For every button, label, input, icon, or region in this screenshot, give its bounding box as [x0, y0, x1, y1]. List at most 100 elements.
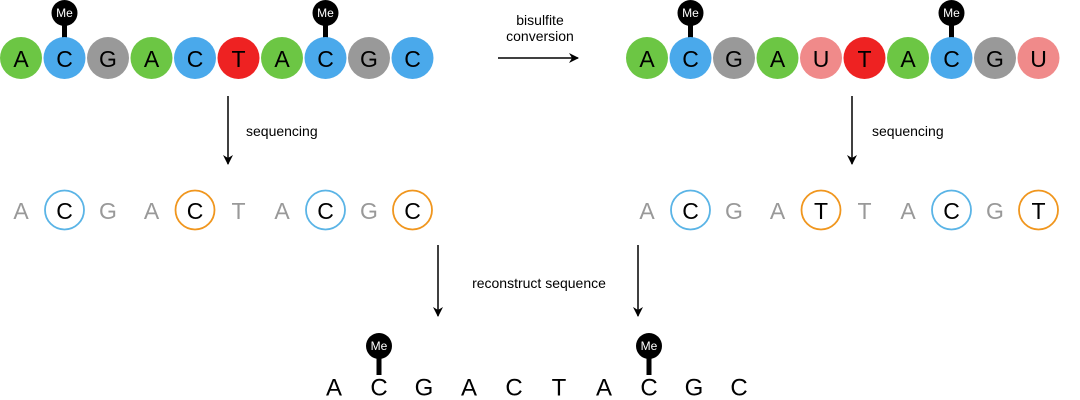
base-circle-A [756, 37, 799, 79]
bisulfite-label-line2: conversion [506, 28, 574, 44]
methyl-badge [938, 0, 965, 26]
methyl-stem [688, 23, 693, 39]
base-circle-C [930, 37, 973, 79]
reconstructed-letter: A [326, 375, 342, 400]
read-letter: C [317, 198, 334, 224]
read-letter: C [682, 198, 699, 224]
methyl-label: Me [943, 6, 960, 20]
base-letter: T [231, 46, 245, 72]
reconstructed-letter: G [415, 375, 434, 400]
methyl-stem [376, 356, 382, 375]
base-letter: C [943, 46, 960, 72]
read-letter: G [725, 198, 743, 224]
read-letter: A [144, 198, 160, 224]
methyl-marker: Me [677, 0, 704, 39]
sequencing-label-left: sequencing [246, 123, 318, 139]
methyl-badge [366, 333, 392, 359]
base-circle-G [348, 37, 390, 79]
methyl-badge [312, 0, 339, 26]
read-letter: T [857, 198, 871, 224]
methyl-stem [323, 23, 328, 39]
methyl-stem [949, 23, 954, 39]
methyl-marker: Me [51, 0, 78, 39]
base-letter: A [274, 46, 290, 72]
base-circle-T [843, 37, 886, 79]
base-circle-U [1017, 37, 1060, 79]
methyl-stem [646, 356, 652, 375]
reconstructed-letter: C [505, 375, 522, 400]
read-letter: T [1031, 198, 1045, 224]
methyl-label: Me [317, 6, 334, 20]
methyl-label: Me [371, 339, 388, 353]
base-circle-U [800, 37, 842, 79]
base-letter: T [857, 46, 871, 72]
read-ring-methylated [305, 189, 346, 231]
read-letter: A [13, 198, 29, 224]
base-letter: C [682, 46, 699, 72]
read-ring-converted [174, 189, 216, 231]
sequencing-label-right: sequencing [872, 123, 944, 139]
base-circle-C [174, 37, 216, 79]
reconstructed-letter: A [461, 375, 477, 400]
base-letter: C [56, 46, 73, 72]
base-circle-G [974, 37, 1016, 79]
read-letter: G [99, 198, 117, 224]
base-letter: C [404, 46, 421, 72]
base-letter: U [1030, 46, 1047, 72]
read-letter: T [814, 198, 828, 224]
read-letter: C [56, 198, 73, 224]
base-circle-G [713, 37, 755, 79]
base-circle-C [304, 37, 347, 79]
base-circle-A [887, 37, 929, 79]
read-letter: A [770, 198, 786, 224]
base-circle-T [217, 37, 260, 79]
read-letter: C [943, 198, 960, 224]
base-circle-A [261, 37, 303, 79]
read-ring-converted [800, 189, 842, 231]
read-letter: A [900, 198, 916, 224]
read-letter: G [986, 198, 1004, 224]
base-letter: G [360, 46, 378, 72]
base-letter: G [986, 46, 1004, 72]
read-ring-methylated [931, 189, 972, 231]
base-letter: G [725, 46, 743, 72]
base-letter: C [317, 46, 334, 72]
read-ring-converted [392, 189, 433, 231]
read-letter: A [274, 198, 290, 224]
reconstructed-letter: T [552, 375, 567, 400]
base-letter: U [813, 46, 830, 72]
methyl-marker: Me [366, 333, 392, 375]
reconstructed-letter: C [640, 375, 657, 400]
base-letter: A [770, 46, 786, 72]
read-ring-methylated [670, 189, 711, 231]
reconstruct-label: reconstruct sequence [472, 275, 606, 291]
methyl-marker: Me [636, 333, 662, 375]
read-ring-methylated [44, 189, 85, 231]
base-letter: C [187, 46, 204, 72]
base-circle-A [130, 37, 173, 79]
methyl-badge [636, 333, 662, 359]
base-circle-C [391, 37, 434, 79]
read-letter: A [639, 198, 655, 224]
read-letter: C [187, 198, 204, 224]
base-letter: A [900, 46, 916, 72]
reconstructed-letter: A [596, 375, 612, 400]
read-letter: G [360, 198, 378, 224]
read-ring-converted [1018, 189, 1059, 231]
base-circle-G [87, 37, 129, 79]
reconstructed-letter: G [685, 375, 704, 400]
methyl-badge [51, 0, 78, 26]
methyl-label: Me [56, 6, 73, 20]
methyl-marker: Me [312, 0, 339, 39]
base-letter: A [13, 46, 29, 72]
read-letter: C [404, 198, 421, 224]
base-letter: G [99, 46, 117, 72]
methyl-label: Me [641, 339, 658, 353]
base-circle-A [0, 37, 42, 79]
